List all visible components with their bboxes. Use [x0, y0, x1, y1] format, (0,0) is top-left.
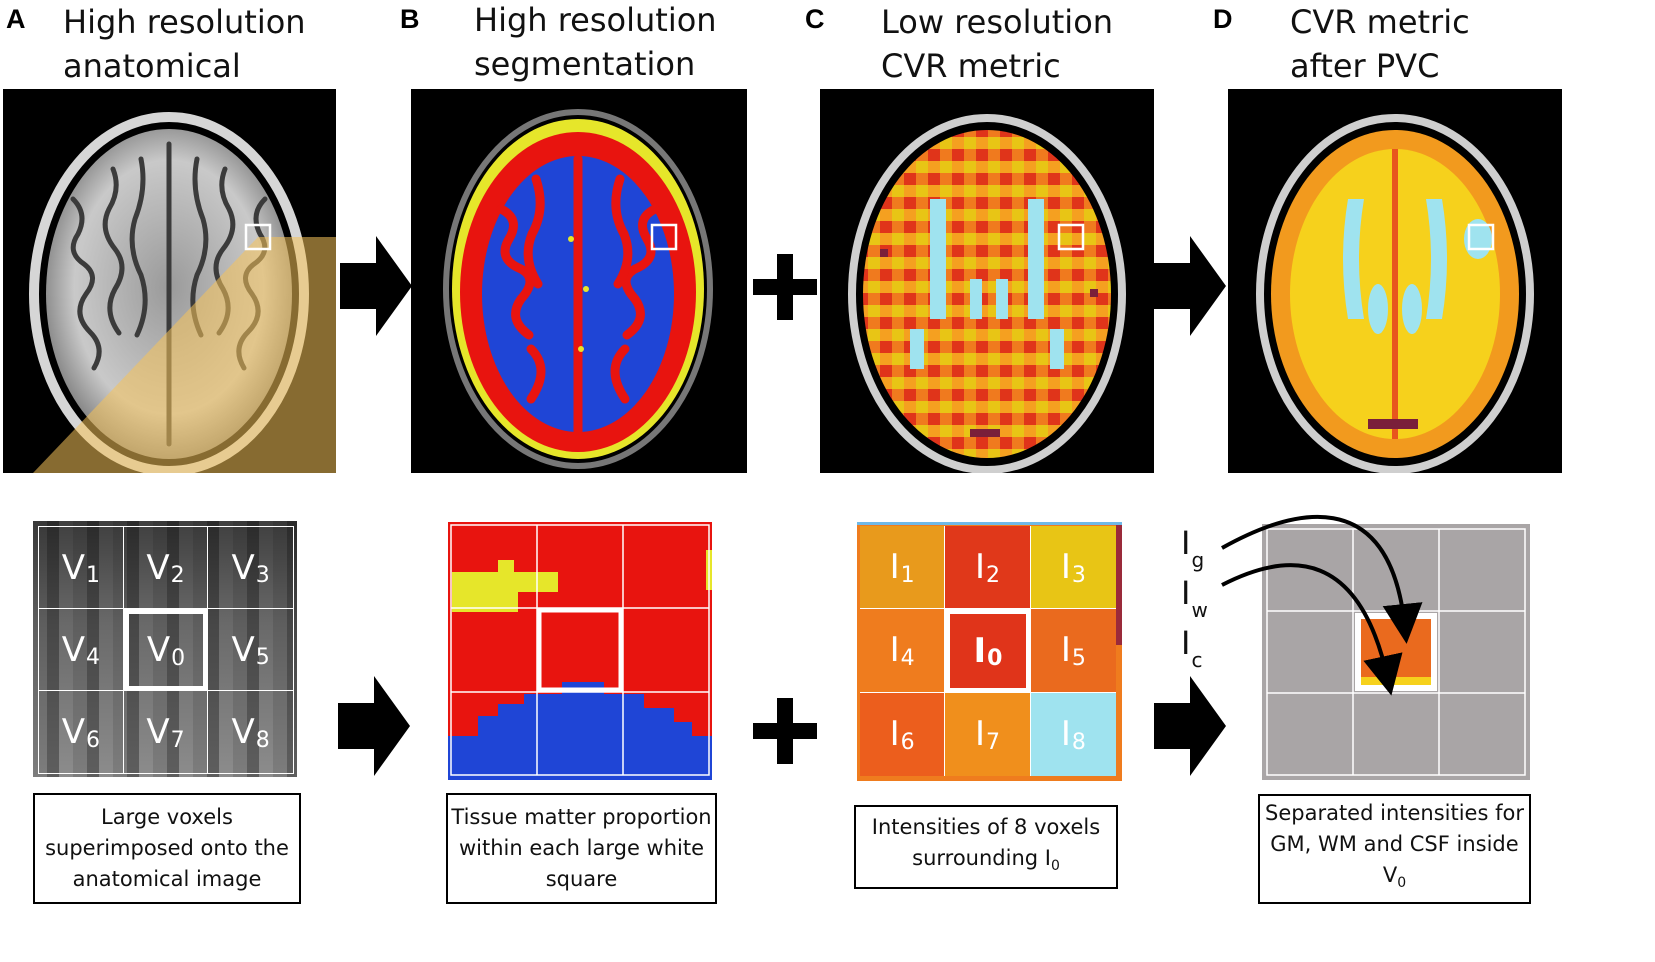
segmentation-image — [411, 89, 747, 473]
caption-c-line1: Intensities of 8 voxels — [871, 814, 1101, 839]
panel-title-b: High resolution segmentation — [474, 0, 717, 86]
caption-a-line2: superimposed onto the — [45, 836, 289, 860]
pvc-input-wm: Iw — [1181, 574, 1208, 623]
arrow-right-icon — [1154, 676, 1226, 776]
panel-title-d: CVR metric after PVC — [1290, 0, 1470, 88]
panel-letter-c: C — [805, 4, 825, 34]
pvc-arrows — [1221, 514, 1423, 696]
voxel-grid-background — [33, 521, 297, 777]
caption-c: Intensities of 8 voxels surrounding I0 — [854, 805, 1118, 889]
panel-title-c: Low resolution CVR metric — [881, 0, 1113, 88]
panel-letter-b: B — [400, 4, 420, 34]
caption-b-line3: square — [545, 867, 618, 891]
panel-title-a-line1: High resolution — [63, 3, 306, 41]
arrow-right-icon — [1154, 236, 1226, 336]
anatomical-image — [3, 89, 336, 473]
panel-title-b-line2: segmentation — [474, 45, 696, 83]
caption-c-line2: surrounding I0 — [912, 845, 1060, 875]
pvc-input-gm: Ig — [1181, 524, 1205, 573]
caption-d: Separated intensities for GM, WM and CSF… — [1258, 794, 1531, 904]
panel-title-d-line2: after PVC — [1290, 47, 1440, 85]
plus-icon — [753, 698, 817, 764]
arrow-right-icon — [338, 676, 410, 776]
pvc-cvr-image — [1228, 89, 1562, 473]
caption-a-line1: Large voxels — [101, 805, 233, 829]
caption-b-line1: Tissue matter proportion — [451, 805, 712, 829]
low-res-cvr-image — [820, 89, 1154, 473]
segmentation-grid — [448, 522, 712, 780]
caption-b: Tissue matter proportion within each lar… — [446, 793, 717, 904]
caption-d-line1: Separated intensities for — [1265, 801, 1524, 826]
panel-title-a-line2: anatomical — [63, 47, 241, 85]
panel-letter-a: A — [6, 4, 26, 34]
caption-d-line2: GM, WM and CSF inside — [1270, 832, 1519, 857]
panel-letter-d: D — [1213, 4, 1233, 34]
panel-title-d-line1: CVR metric — [1290, 3, 1470, 41]
panel-title-c-line2: CVR metric — [881, 47, 1061, 85]
caption-b-line2: within each large white — [458, 836, 705, 860]
arrow-right-icon — [340, 236, 412, 336]
plus-icon — [753, 254, 817, 320]
caption-a-line3: anatomical image — [72, 867, 262, 891]
caption-a: Large voxels superimposed onto the anato… — [33, 793, 301, 904]
pvc-input-csf: Ic — [1181, 624, 1203, 673]
panel-title-c-line1: Low resolution — [881, 3, 1114, 41]
caption-d-line3: V0 — [1382, 863, 1407, 892]
panel-title-a: High resolution anatomical — [63, 0, 306, 88]
panel-title-b-line1: High resolution — [474, 1, 717, 39]
